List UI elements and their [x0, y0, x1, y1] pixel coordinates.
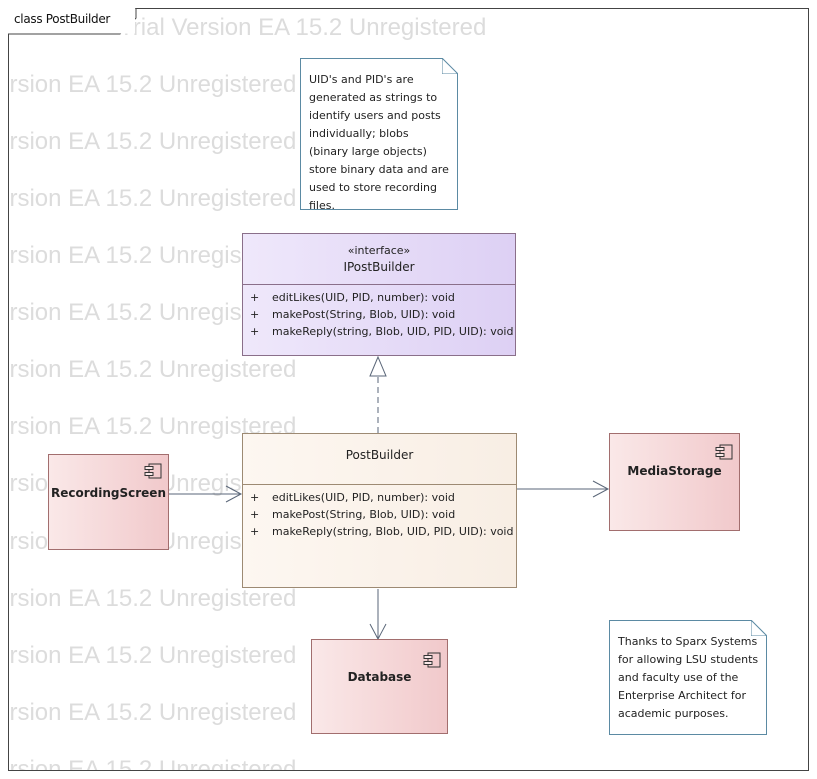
frame-title: class PostBuilder: [14, 12, 111, 26]
interface-header: «interface» IPostBuilder: [243, 234, 515, 285]
component-media-storage[interactable]: MediaStorage: [609, 433, 740, 531]
operation-row: + editLikes(UID, PID, number): void: [243, 289, 515, 306]
operation-visibility: +: [250, 308, 260, 321]
operation-signature: editLikes(UID, PID, number): void: [272, 491, 455, 504]
operation-visibility: +: [250, 325, 260, 338]
dependency-arrowhead-media: [592, 480, 610, 498]
note-ids: UID's and PID's are generated as strings…: [300, 58, 458, 212]
operation-row: + makeReply(string, Blob, UID, PID, UID)…: [243, 523, 516, 540]
class-postbuilder[interactable]: PostBuilder + editLikes(UID, PID, number…: [242, 433, 517, 588]
note-fold-icon: [442, 58, 458, 74]
component-label: Database: [347, 670, 412, 684]
class-header: PostBuilder: [243, 434, 516, 485]
component-icon: [715, 444, 733, 460]
operation-visibility: +: [250, 291, 260, 304]
operation-visibility: +: [250, 508, 260, 521]
operation-signature: makeReply(string, Blob, UID, PID, UID): …: [272, 525, 514, 538]
operation-row: + editLikes(UID, PID, number): void: [243, 489, 516, 506]
component-icon: [144, 463, 162, 479]
operation-signature: makePost(String, Blob, UID): void: [272, 508, 456, 521]
operation-visibility: +: [250, 491, 260, 504]
frame-tab-outline: [8, 8, 137, 35]
operation-signature: makePost(String, Blob, UID): void: [272, 308, 456, 321]
component-database[interactable]: Database: [311, 639, 448, 734]
operation-visibility: +: [250, 525, 260, 538]
note-text: Thanks to Sparx Systems for allowing LSU…: [618, 635, 759, 720]
class-operations: + editLikes(UID, PID, number): void + ma…: [243, 485, 516, 540]
interface-ipostbuilder[interactable]: «interface» IPostBuilder + editLikes(UID…: [242, 233, 516, 356]
realization-arrowhead: [369, 355, 387, 377]
interface-name: IPostBuilder: [343, 260, 415, 274]
operation-signature: editLikes(UID, PID, number): void: [272, 291, 455, 304]
operation-row: + makePost(String, Blob, UID): void: [243, 306, 515, 323]
interface-stereotype: «interface»: [347, 244, 411, 257]
note-credits: Thanks to Sparx Systems for allowing LSU…: [609, 620, 767, 735]
component-icon: [423, 652, 441, 668]
component-label: RecordingScreen: [51, 486, 166, 500]
dependency-arrowhead-recording: [225, 485, 243, 503]
note-fold-icon: [751, 620, 767, 636]
component-label: MediaStorage: [627, 464, 722, 478]
class-name: PostBuilder: [345, 448, 414, 462]
interface-operations: + editLikes(UID, PID, number): void + ma…: [243, 285, 515, 340]
note-text: UID's and PID's are generated as strings…: [309, 73, 449, 212]
operation-signature: makeReply(string, Blob, UID, PID, UID): …: [272, 325, 514, 338]
operation-row: + makePost(String, Blob, UID): void: [243, 506, 516, 523]
operation-row: + makeReply(string, Blob, UID, PID, UID)…: [243, 323, 515, 340]
component-recording-screen[interactable]: RecordingScreen: [48, 454, 169, 550]
